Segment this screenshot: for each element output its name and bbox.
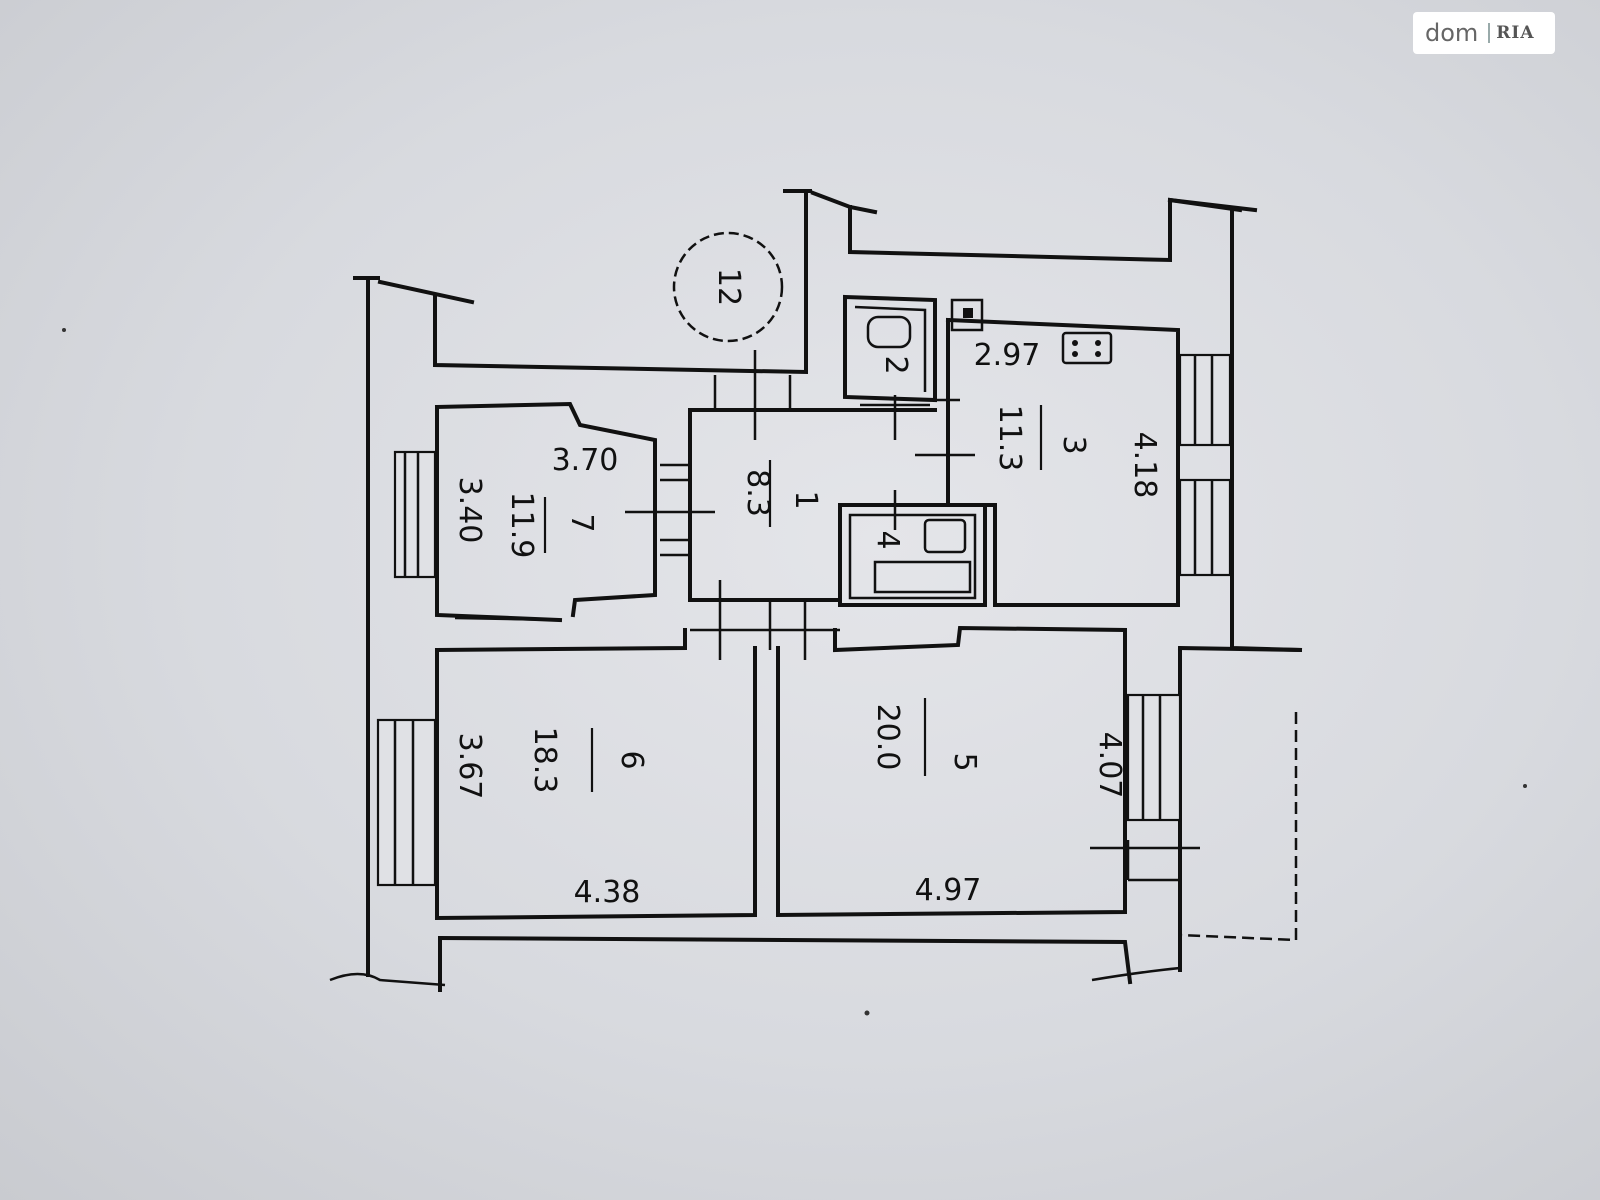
room-3-area: 11.3 — [992, 405, 1027, 472]
vent-shaft-icon — [950, 298, 984, 332]
room-7-width: 3.70 — [552, 443, 619, 478]
room-6-width: 4.38 — [574, 875, 641, 910]
room-4 — [838, 490, 987, 607]
room-3-length: 4.18 — [1127, 432, 1162, 499]
room-labels: 8.3 1 2 2.97 11.3 3 4.18 4 3.70 3.40 11.… — [452, 338, 1162, 910]
room-7-area: 11.9 — [504, 492, 539, 559]
toilet-icon — [866, 315, 912, 349]
bathtub-icon — [873, 560, 972, 594]
scan-speck — [1523, 784, 1527, 788]
room-3-width: 2.97 — [974, 338, 1041, 373]
room-3-number: 3 — [1056, 435, 1091, 454]
room-7-length: 3.40 — [452, 477, 487, 544]
room-5-length: 4.07 — [1092, 732, 1127, 799]
room-6-area: 18.3 — [527, 727, 562, 794]
scan-speck — [864, 1010, 870, 1016]
room-4-number: 4 — [870, 530, 905, 549]
scan-speck — [62, 328, 66, 332]
room-2-number: 2 — [878, 355, 913, 374]
room-6-number: 6 — [614, 750, 649, 769]
sink-icon — [923, 518, 967, 554]
room-5-number: 5 — [947, 752, 982, 771]
watermark-ria-text: RIA — [1488, 23, 1534, 43]
outer-walls — [329, 189, 1303, 992]
room-6 — [376, 628, 757, 921]
watermark-dom-text: dom — [1425, 19, 1479, 47]
stove-icon — [1061, 331, 1113, 365]
room-5-width: 4.97 — [915, 873, 982, 908]
room-5-area: 20.0 — [870, 704, 905, 771]
apartment-number: 12 — [711, 268, 746, 306]
apartment-number-marker: 12 — [672, 231, 784, 343]
room-7 — [393, 401, 715, 623]
room-3 — [915, 317, 1232, 607]
room-6-length: 3.67 — [452, 733, 487, 800]
room-1 — [688, 350, 937, 660]
room-1-number: 1 — [788, 490, 823, 509]
room-5 — [776, 625, 1200, 918]
dom-ria-watermark: dom RIA — [1413, 12, 1555, 54]
room-7-number: 7 — [564, 513, 599, 532]
